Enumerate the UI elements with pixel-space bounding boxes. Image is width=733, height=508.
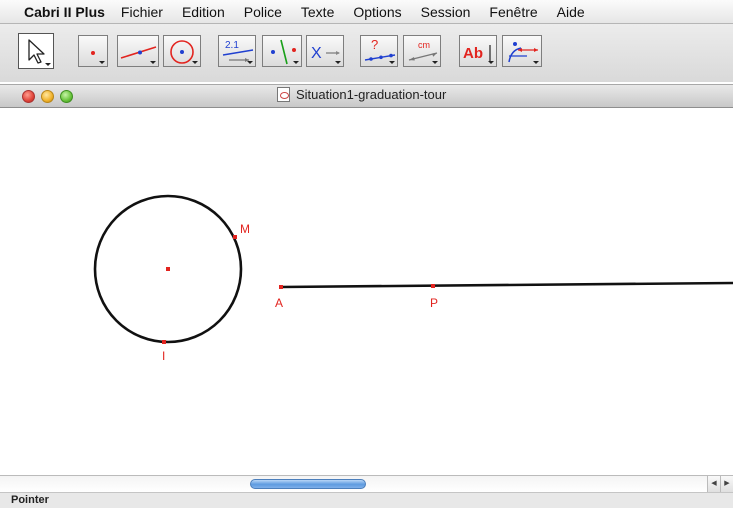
- svg-text:?: ?: [371, 37, 378, 52]
- point-m: [233, 235, 237, 239]
- close-window-icon[interactable]: [22, 90, 35, 103]
- point-icon: [91, 51, 95, 55]
- svg-text:2.1: 2.1: [225, 40, 239, 51]
- toolbar: 2.1 X ? cm: [0, 24, 733, 82]
- label-i: I: [162, 349, 166, 363]
- properties-tool-button[interactable]: ?: [360, 35, 398, 67]
- figure-svg[interactable]: [0, 108, 733, 475]
- menu-options[interactable]: Options: [353, 3, 402, 20]
- window-title: Situation1-graduation-tour: [277, 87, 446, 102]
- label-icon: Ab: [463, 45, 491, 62]
- horizontal-scrollbar[interactable]: ◀ ▶: [0, 475, 733, 492]
- svg-text:X: X: [311, 45, 322, 62]
- measure-tool-button[interactable]: cm: [403, 35, 441, 67]
- menu-aide[interactable]: Aide: [556, 3, 585, 20]
- pointer-tool-button[interactable]: [18, 33, 54, 69]
- display-tool-button[interactable]: Ab: [459, 35, 497, 67]
- points-tool-button[interactable]: [78, 35, 108, 67]
- window-title-bar[interactable]: Situation1-graduation-tour: [0, 84, 733, 108]
- window-title-text: Situation1-graduation-tour: [296, 87, 447, 102]
- curves-tool-button[interactable]: [163, 35, 201, 67]
- lines-tool-button[interactable]: [117, 35, 159, 67]
- label-p: P: [430, 296, 439, 310]
- menu-bar: Cabri II Plus Fichier Edition Police Tex…: [0, 0, 733, 24]
- menu-session[interactable]: Session: [420, 3, 471, 20]
- status-bar: Pointer: [0, 492, 733, 508]
- arrow-pointer-icon: [28, 39, 45, 64]
- status-text: Pointer: [11, 494, 49, 506]
- drawing-canvas[interactable]: M I A P: [0, 108, 733, 475]
- menu-texte[interactable]: Texte: [300, 3, 335, 20]
- menu-fichier[interactable]: Fichier: [120, 3, 163, 20]
- menu-app-name[interactable]: Cabri II Plus: [24, 3, 105, 20]
- measure-icon: cm: [408, 40, 438, 61]
- transformations-tool-button[interactable]: [262, 35, 302, 67]
- point-p: [431, 284, 435, 288]
- point-i: [162, 340, 166, 344]
- circle: [93, 194, 243, 344]
- minimize-window-icon[interactable]: [41, 90, 54, 103]
- menu-edition[interactable]: Edition: [181, 3, 225, 20]
- circle-center-point: [166, 267, 170, 271]
- scrollbar-thumb[interactable]: [250, 479, 366, 489]
- segment-ap-ray: [280, 281, 733, 289]
- check-property-icon: ?: [364, 37, 396, 61]
- menu-police[interactable]: Police: [243, 3, 282, 20]
- zoom-window-icon[interactable]: [60, 90, 73, 103]
- scroll-left-icon[interactable]: ◀: [707, 476, 720, 492]
- circle-icon: [170, 40, 194, 64]
- document-icon: [277, 87, 290, 102]
- scroll-right-icon[interactable]: ▶: [720, 476, 733, 492]
- label-m: M: [240, 222, 250, 236]
- constructions-tool-button[interactable]: 2.1: [218, 35, 256, 67]
- macro-icon: X: [311, 45, 340, 62]
- macro-tool-button[interactable]: X: [306, 35, 344, 67]
- menu-fenetre[interactable]: Fenêtre: [489, 3, 538, 20]
- perpendicular-icon: 2.1: [222, 40, 254, 62]
- svg-text:Ab: Ab: [463, 45, 483, 62]
- label-a: A: [275, 296, 284, 310]
- attributes-tool-button[interactable]: [502, 35, 542, 67]
- point-a: [279, 285, 283, 289]
- attributes-icon: [508, 42, 538, 63]
- symmetry-icon: [271, 39, 296, 65]
- line-icon: [120, 46, 157, 59]
- svg-text:cm: cm: [418, 40, 430, 50]
